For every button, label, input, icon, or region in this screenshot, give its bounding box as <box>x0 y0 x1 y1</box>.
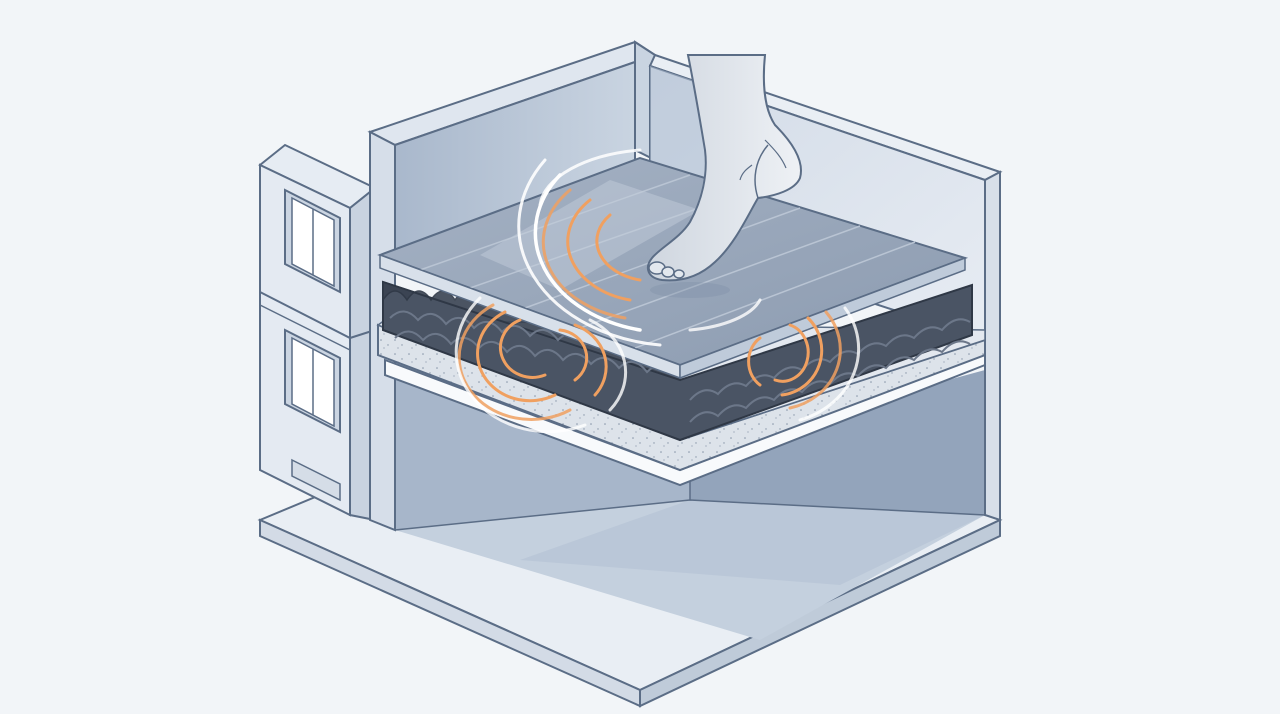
foot-icon <box>646 54 802 298</box>
lower-window <box>284 328 341 434</box>
vibration-wave-icon <box>454 296 861 434</box>
sound-wave-icon <box>517 148 762 347</box>
upper-window <box>284 188 341 294</box>
neighbor-building <box>258 143 377 522</box>
